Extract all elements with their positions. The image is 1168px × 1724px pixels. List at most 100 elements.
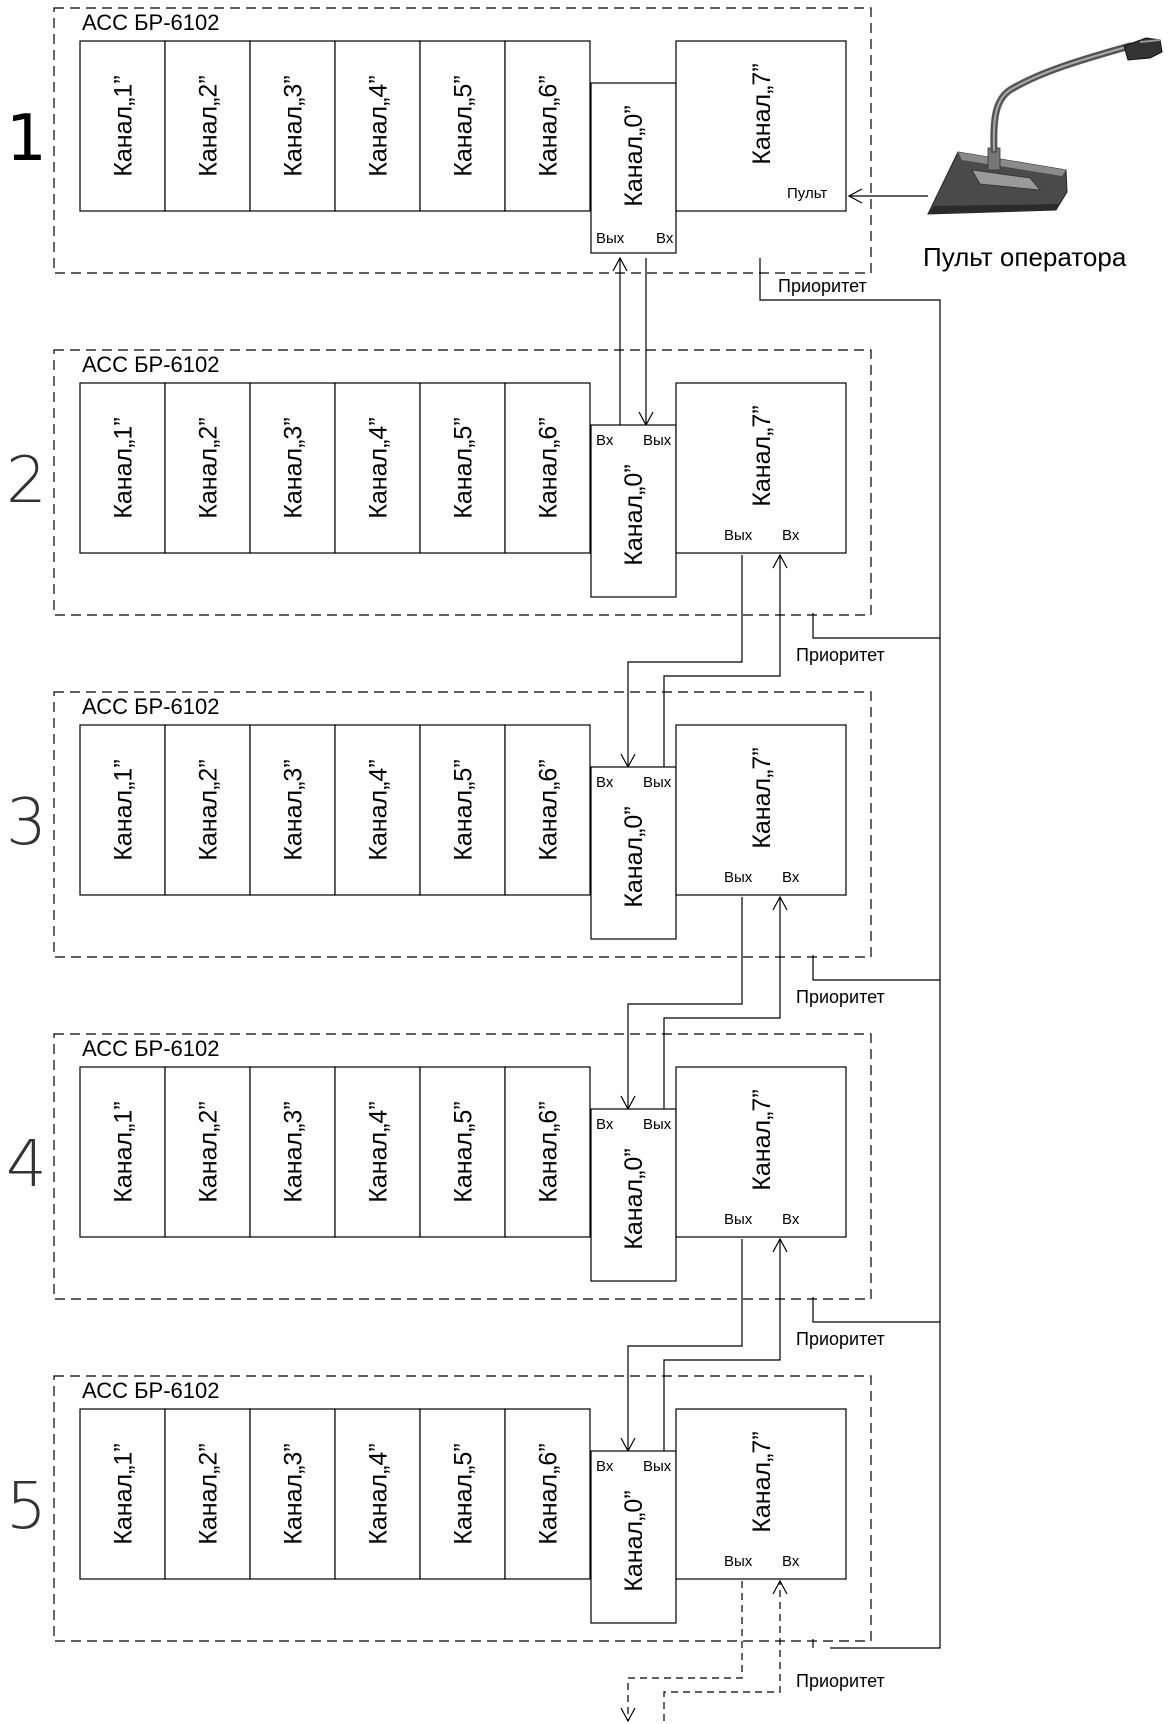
channel-2-box (164, 724, 251, 896)
channel-1-box (79, 40, 166, 212)
channel-7-box (675, 40, 847, 212)
rack-number: 4 (6, 1128, 47, 1202)
rack-frame (53, 1033, 872, 1300)
channel-4-label: Канал„4” (365, 417, 393, 518)
channel-7-label: Канал„7” (748, 405, 776, 506)
channel-7-label: Канал„7” (748, 1431, 776, 1532)
channel-0-port-left: Вх (596, 432, 614, 449)
channel-0-label: Канал„0” (620, 464, 648, 565)
channel-7-box (675, 724, 847, 896)
channel-3-label: Канал„3” (280, 417, 308, 518)
channel-7-label: Канал„7” (748, 63, 776, 164)
channel-4-box (334, 724, 421, 896)
channel-3-label: Канал„3” (280, 1101, 308, 1202)
channel-0-port-right: Вых (643, 1116, 672, 1133)
channel-5-box (419, 1066, 506, 1238)
rack-frame (53, 1375, 872, 1642)
channel-2-label: Канал„2” (195, 759, 223, 860)
ch7-out-wire (627, 1239, 743, 1451)
priority-bus (759, 258, 941, 1649)
channel-2-label: Канал„2” (195, 1101, 223, 1202)
priority-label: Приоритет (796, 645, 885, 665)
channel-1-box (79, 724, 166, 896)
channel-0-port-right: Вых (643, 774, 672, 791)
priority-label: Приоритет (796, 1671, 885, 1691)
rack-frame (53, 691, 872, 958)
channel-7-box (675, 382, 847, 554)
channel-5-label: Канал„5” (450, 1443, 478, 1544)
rack-frame (53, 349, 872, 616)
channel-7-port-left: Вых (724, 1553, 753, 1570)
channel-3-box (249, 1066, 336, 1238)
channel-0-port-right: Вых (643, 1458, 672, 1475)
priority-label: Приоритет (796, 1329, 885, 1349)
rack-title: АСС БР-6102 (82, 1036, 219, 1061)
channel-0-port-right: Вх (656, 230, 674, 247)
channel-5-box (419, 382, 506, 554)
channel-7-box (675, 1066, 847, 1238)
channel-5-label: Канал„5” (450, 75, 478, 176)
channel-2-box (164, 382, 251, 554)
channel-1-label: Канал„1” (110, 75, 138, 176)
channel-2-label: Канал„2” (195, 417, 223, 518)
channel-6-label: Канал„6” (535, 1443, 563, 1544)
channel-1-box (79, 382, 166, 554)
ch0-up-arrow-icon (612, 256, 628, 272)
ch7-in-arrow-icon (772, 553, 788, 569)
rack-number: 3 (6, 786, 47, 860)
channel-4-label: Канал„4” (365, 75, 393, 176)
channel-7-label: Канал„7” (748, 747, 776, 848)
channel-0-port-left: Вх (596, 1458, 614, 1475)
channel-2-label: Канал„2” (195, 1443, 223, 1544)
channel-1-label: Канал„1” (110, 759, 138, 860)
channel-5-box (419, 40, 506, 212)
channel-4-label: Канал„4” (365, 1101, 393, 1202)
channel-6-box (504, 724, 591, 896)
channel-0-label: Канал„0” (620, 105, 648, 206)
channel-7-port-right: Вх (782, 1553, 800, 1570)
channel-0-label: Канал„0” (620, 806, 648, 907)
channel-3-box (249, 40, 336, 212)
channel-0-box (590, 424, 677, 598)
channel-1-box (79, 1408, 166, 1580)
priority-label: Приоритет (778, 276, 867, 296)
channel-4-label: Канал„4” (365, 759, 393, 860)
continuation-in-arrow-icon (772, 1579, 788, 1595)
channel-7-port-left: Вых (724, 869, 753, 886)
channel-7-port-right: Вх (782, 527, 800, 544)
console-port-label: Пульт (787, 185, 827, 202)
channel-0-port-right: Вых (643, 432, 672, 449)
rack-number: 5 (6, 1470, 47, 1544)
channel-6-label: Канал„6” (535, 1101, 563, 1202)
ch7-in-arrow-icon (772, 895, 788, 911)
channel-6-label: Канал„6” (535, 759, 563, 860)
ch7-in-arrow-icon (772, 1237, 788, 1253)
channel-7-port-right: Вх (782, 1211, 800, 1228)
operator-console-label: Пульт оператора (923, 242, 1127, 272)
rack-frame (53, 7, 872, 274)
rack-4: АСС БР-6102 4 Канал„1” Канал„2” Канал„3” Кана… (6, 1033, 885, 1349)
operator-console-icon (927, 37, 1163, 215)
channel-5-label: Канал„5” (450, 417, 478, 518)
continuation-in-wire (663, 1581, 781, 1721)
priority-tap (812, 613, 940, 639)
continuation-arrow-icon (620, 1707, 636, 1723)
channel-0-label: Канал„0” (620, 1148, 648, 1249)
channel-7-label: Канал„7” (748, 1089, 776, 1190)
priority-tap (812, 955, 940, 981)
channel-1-label: Канал„1” (110, 1101, 138, 1202)
channel-5-label: Канал„5” (450, 1101, 478, 1202)
channel-3-label: Канал„3” (280, 759, 308, 860)
channel-7-port-left: Вых (724, 527, 753, 544)
channel-1-label: Канал„1” (110, 417, 138, 518)
channel-2-label: Канал„2” (195, 75, 223, 176)
channel-0-port-left: Вых (596, 230, 625, 247)
rack-number: 2 (6, 444, 47, 518)
channel-1-label: Канал„1” (110, 1443, 138, 1544)
channel-3-label: Канал„3” (280, 1443, 308, 1544)
ch7-out-wire (627, 897, 743, 1109)
